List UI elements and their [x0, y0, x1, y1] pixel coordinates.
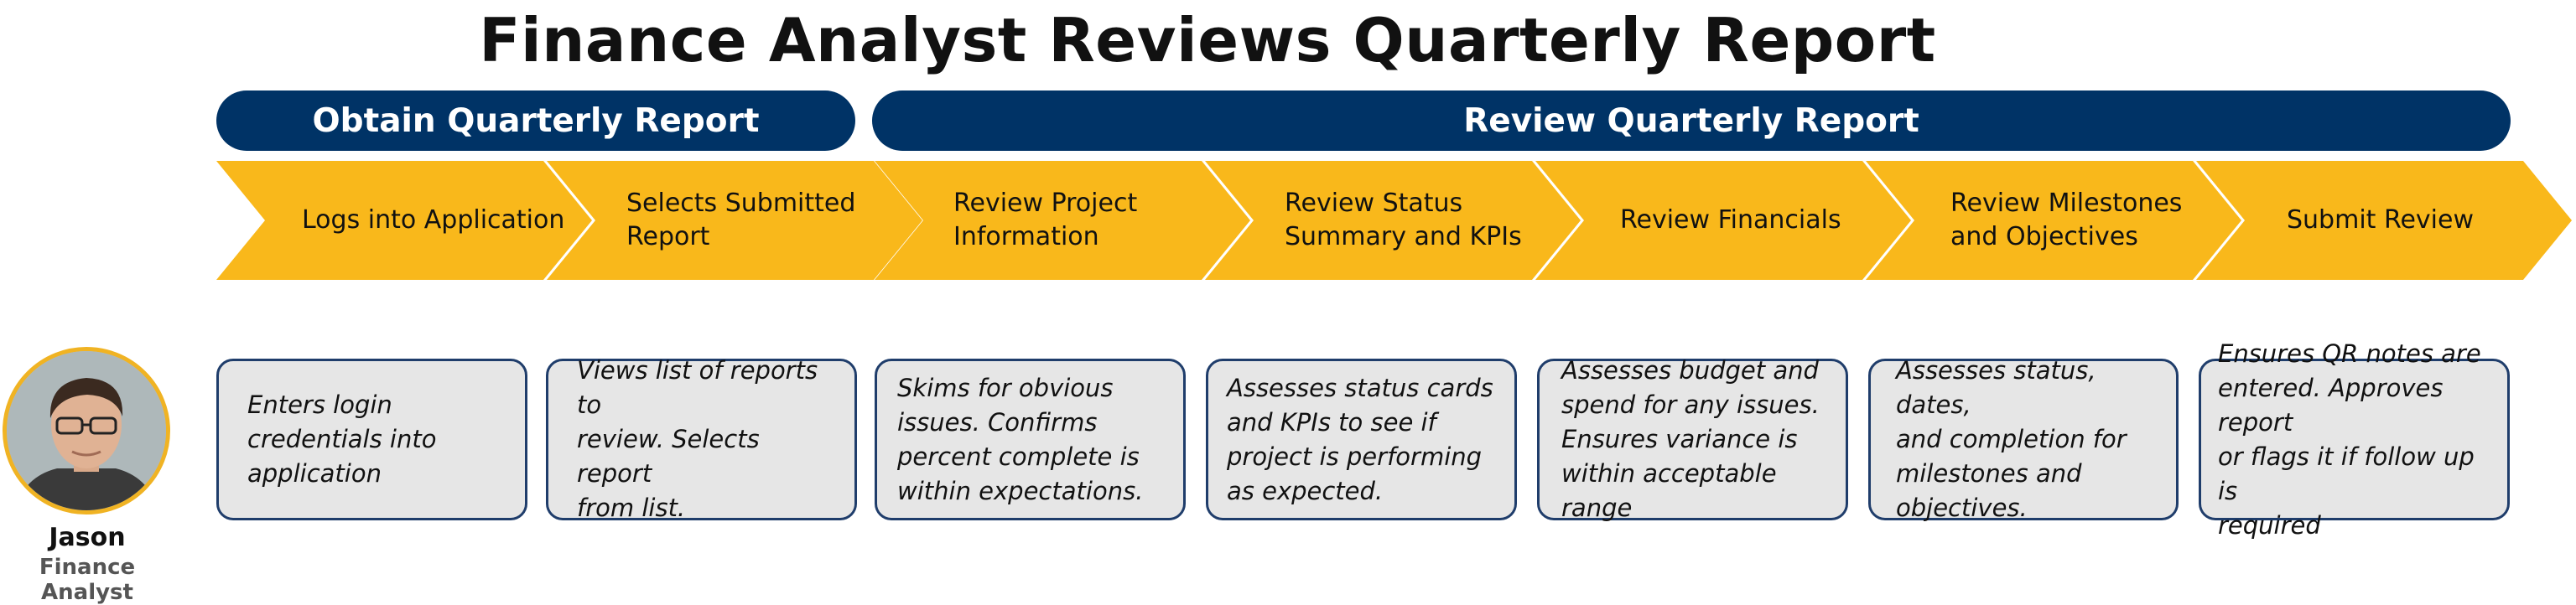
- card-text: Assesses status, dates, and completion f…: [1896, 356, 2127, 522]
- chevron-shape: [547, 161, 922, 280]
- detail-card-selects-submitted-report: Views list of reports to review. Selects…: [546, 356, 857, 522]
- step-label: Selects Submitted Report: [626, 189, 856, 251]
- card-text: Views list of reports to review. Selects…: [577, 356, 818, 522]
- step-label: Logs into Application: [302, 205, 565, 235]
- detail-card-review-milestones: Assesses status, dates, and completion f…: [1868, 356, 2179, 522]
- step-label: Submit Review: [2287, 205, 2474, 235]
- chevron-shape: [1866, 161, 2241, 280]
- step-review-milestones-and-objectives: Review Milestones and Objectives: [1866, 161, 2241, 280]
- persona-name: Jason: [49, 523, 126, 552]
- step-review-status-summary-and-kpis: Review Status Summary and KPIs: [1205, 161, 1581, 280]
- phase-label: Review Quarterly Report: [1463, 101, 1919, 140]
- step-label: Review Financials: [1620, 205, 1841, 235]
- card-text: Assesses status cards and KPIs to see if…: [1227, 373, 1493, 505]
- card-text: Skims for obvious issues. Confirms perce…: [897, 373, 1144, 505]
- detail-card-review-financials: Assesses budget and spend for any issues…: [1537, 356, 1848, 522]
- persona-avatar: [3, 347, 170, 515]
- step-review-project-information: Review Project Information: [875, 161, 1250, 280]
- card-text: Enters login credentials into applicatio…: [247, 390, 437, 488]
- persona-role: Finance Analyst: [39, 555, 136, 605]
- chevron-shape: [1205, 161, 1581, 280]
- card-text: Ensures QR notes are entered. Approves r…: [2218, 339, 2481, 540]
- phase-review-quarterly-report: Review Quarterly Report: [872, 90, 2511, 151]
- step-label: Review Status Summary and KPIs: [1285, 189, 1522, 251]
- step-label: Review Project Information: [953, 189, 1138, 251]
- step-logs-into-application: Logs into Application: [216, 161, 592, 280]
- phase-label: Obtain Quarterly Report: [312, 101, 760, 140]
- diagram-title: Finance Analyst Reviews Quarterly Report: [479, 5, 1936, 75]
- step-submit-review: Submit Review: [2196, 161, 2572, 280]
- chevron-shape: [1535, 161, 1911, 280]
- phase-obtain-quarterly-report: Obtain Quarterly Report: [216, 90, 855, 151]
- chevron-shape: [2196, 161, 2572, 280]
- step-selects-submitted-report: Selects Submitted Report: [547, 161, 922, 280]
- detail-card-submit-review: Ensures QR notes are entered. Approves r…: [2199, 339, 2510, 540]
- detail-card-logs-into-application: Enters login credentials into applicatio…: [216, 359, 527, 520]
- chevron-shape: [875, 161, 1250, 280]
- detail-card-review-status-summary: Assesses status cards and KPIs to see if…: [1206, 359, 1517, 520]
- person-icon: [7, 351, 166, 510]
- step-review-financials: Review Financials: [1535, 161, 1911, 280]
- card-text: Assesses budget and spend for any issues…: [1561, 356, 1820, 522]
- step-label: Review Milestones and Objectives: [1950, 189, 2183, 251]
- detail-card-review-project-information: Skims for obvious issues. Confirms perce…: [875, 359, 1186, 520]
- chevron-shape: [216, 161, 592, 280]
